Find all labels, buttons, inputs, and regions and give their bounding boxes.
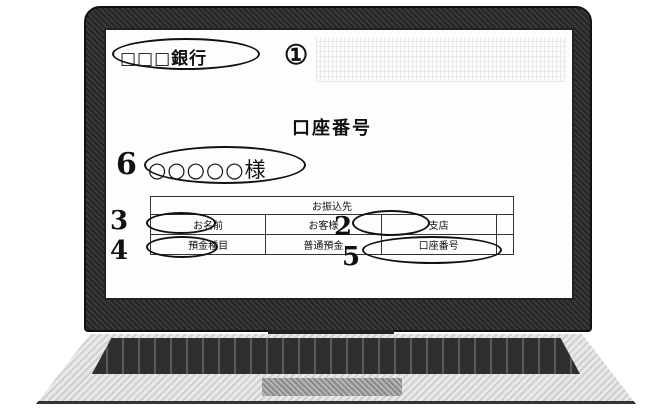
bank-name-circle bbox=[112, 38, 260, 70]
marker-2: 2 bbox=[334, 212, 353, 242]
account-holder-circle bbox=[144, 146, 306, 184]
laptop-keyboard bbox=[92, 338, 580, 374]
table-title: お振込先 bbox=[150, 196, 514, 215]
table-cell: 普通預金 bbox=[265, 234, 382, 255]
table-cell-empty bbox=[495, 214, 515, 235]
marker-4: 4 bbox=[110, 236, 129, 266]
account-number-heading: 口座番号 bbox=[292, 118, 372, 139]
marker-1: ① bbox=[284, 40, 309, 71]
marker-5: 5 bbox=[342, 242, 361, 272]
branch-cell-circle bbox=[352, 210, 430, 236]
marker-6: 6 bbox=[116, 147, 137, 182]
marker-3: 3 bbox=[110, 206, 129, 236]
deposit-type-circle bbox=[146, 236, 218, 258]
laptop-touchpad bbox=[262, 378, 402, 396]
name-cell-circle bbox=[146, 212, 216, 234]
laptop-screen: □□□銀行 ① 口座番号 6 ○○○○○様 お振込先 お名前 お客様 支店 預金… bbox=[104, 28, 574, 300]
account-number-circle bbox=[362, 236, 502, 264]
screen-faded-text bbox=[316, 38, 566, 82]
table-header-row: お振込先 bbox=[150, 196, 514, 215]
